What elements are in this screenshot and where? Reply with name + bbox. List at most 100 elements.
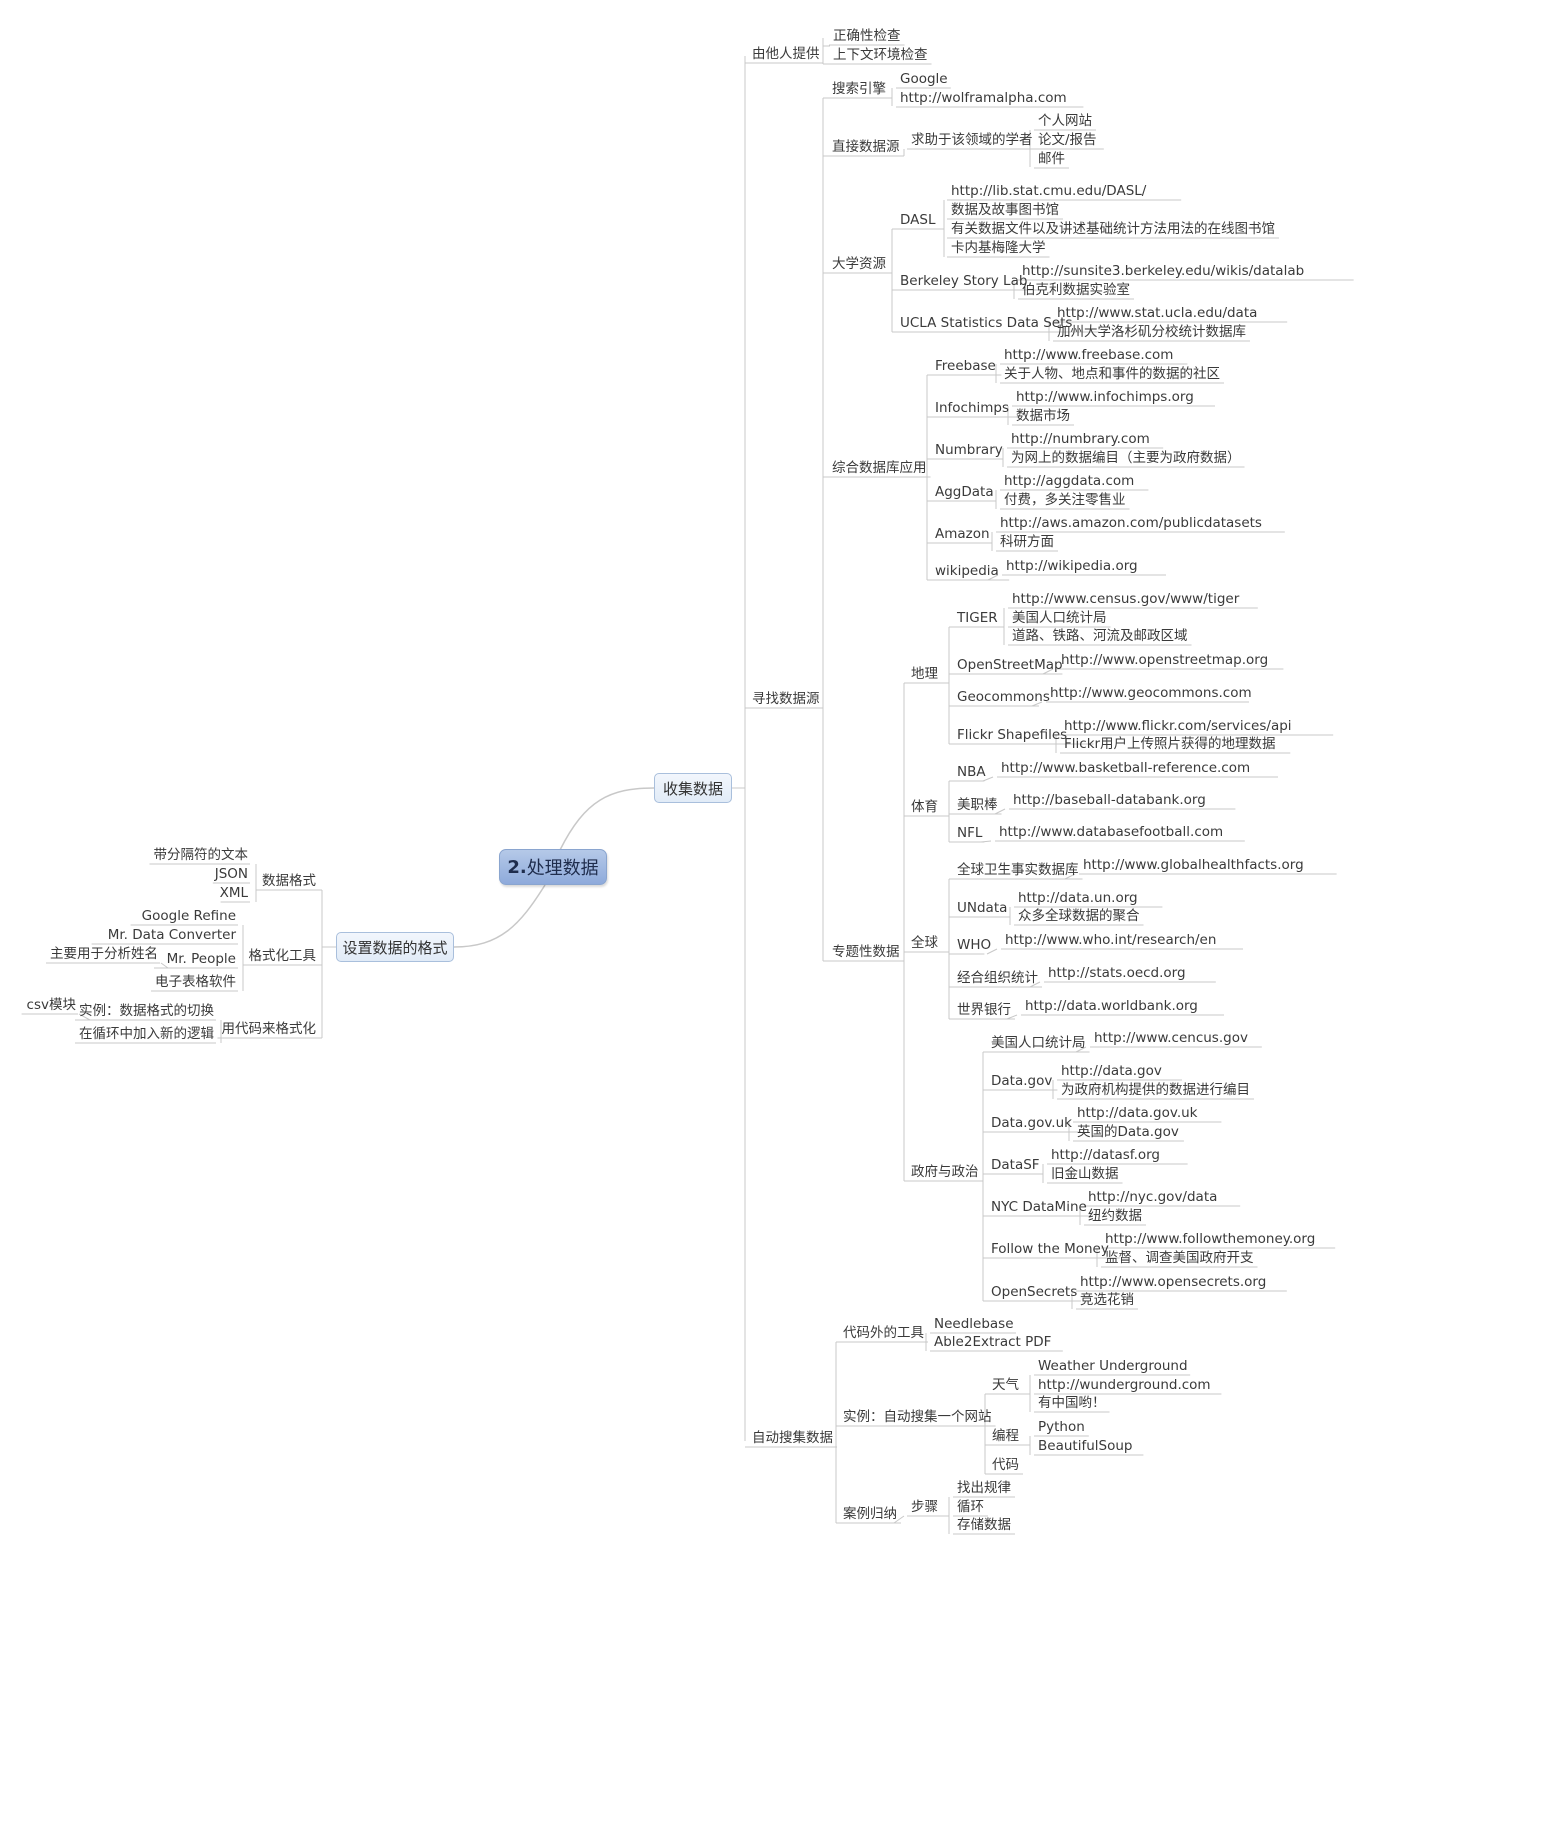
node: 步骤 <box>911 1499 938 1515</box>
leaf: Python <box>1038 1419 1085 1435</box>
node: 天气 <box>992 1377 1019 1393</box>
node: WHO <box>957 937 992 953</box>
leaf: 众多全球数据的聚合 <box>1018 908 1140 924</box>
leaf: 加州大学洛杉矶分校统计数据库 <box>1057 324 1246 340</box>
node: 实例：自动搜集一个网站 <box>843 1409 992 1425</box>
connector-line <box>1042 668 1054 675</box>
node: NYC DataMine <box>991 1199 1087 1215</box>
leaf: Needlebase <box>934 1316 1014 1332</box>
node: wikipedia <box>935 563 999 579</box>
node: 编程 <box>992 1428 1019 1444</box>
node: Flickr Shapefiles <box>957 727 1068 743</box>
leaf: http://www.census.gov/www/tiger <box>1012 591 1240 607</box>
node: 美职棒 <box>957 797 998 813</box>
leaf: 个人网站 <box>1038 113 1092 129</box>
node: OpenStreetMap <box>957 657 1063 673</box>
connector-line <box>1029 981 1041 988</box>
leaf: 邮件 <box>1038 151 1065 167</box>
leaf: 英国的Data.gov <box>1077 1124 1179 1140</box>
leaf: 论文/报告 <box>1038 132 1097 148</box>
connector-line <box>986 948 998 955</box>
leaf: http://lib.stat.cmu.edu/DASL/ <box>951 183 1147 199</box>
leaf: http://www.followthemoney.org <box>1105 1231 1316 1247</box>
leaf: http://www.basketball-reference.com <box>1001 760 1251 776</box>
node: 搜索引擎 <box>832 81 886 97</box>
node: Data.gov <box>991 1073 1053 1089</box>
leaf: http://www.globalhealthfacts.org <box>1083 857 1304 873</box>
leaf: 在循环中加入新的逻辑 <box>79 1026 214 1042</box>
branch-collect-data[interactable]: 收集数据 <box>654 773 732 803</box>
node: Data.gov.uk <box>991 1115 1072 1131</box>
leaf: http://www.geocommons.com <box>1050 685 1252 701</box>
leaf: 有关数据文件以及讲述基础统计方法用法的在线图书馆 <box>951 221 1275 237</box>
leaf: http://baseball-databank.org <box>1013 792 1206 808</box>
root-node[interactable]: 2.处理数据 <box>499 849 607 885</box>
leaf: 科研方面 <box>1000 534 1054 550</box>
node: Berkeley Story Lab <box>900 273 1028 289</box>
leaf: Google <box>900 71 948 87</box>
node-auto-collect: 自动搜集数据 <box>752 1430 833 1446</box>
connector-line <box>893 1515 905 1524</box>
node: 全球卫生事实数据库 <box>957 862 1079 878</box>
leaf: 竞选花销 <box>1080 1292 1134 1308</box>
branch-format-data[interactable]: 设置数据的格式 <box>336 932 454 962</box>
leaf: 纽约数据 <box>1088 1208 1142 1224</box>
leaf: 实例：数据格式的切换 <box>79 1003 214 1019</box>
leaf: 为政府机构提供的数据进行编目 <box>1061 1082 1250 1098</box>
leaf: Able2Extract PDF <box>934 1334 1052 1350</box>
leaf: http://www.infochimps.org <box>1016 389 1194 405</box>
connector-line <box>1006 1014 1018 1020</box>
node: UNdata <box>957 900 1008 916</box>
leaf: 存储数据 <box>957 1517 1011 1533</box>
leaf: Mr. People <box>166 951 236 967</box>
node: 全球 <box>911 935 938 951</box>
node: 经合组织统计 <box>957 970 1038 986</box>
leaf: 道路、铁路、河流及邮政区域 <box>1012 628 1188 644</box>
leaf: Google Refine <box>141 908 236 924</box>
leaf: JSON <box>214 866 248 882</box>
leaf: 带分隔符的文本 <box>153 847 249 863</box>
node: 格式化工具 <box>248 948 317 964</box>
node: DASL <box>900 212 936 228</box>
leaf: 数据市场 <box>1016 408 1070 424</box>
node: 用代码来格式化 <box>221 1021 317 1037</box>
leaf: http://sunsite3.berkeley.edu/wikis/datal… <box>1022 263 1305 279</box>
node: 代码 <box>992 1457 1019 1473</box>
node: 数据格式 <box>262 873 316 889</box>
leaf: http://www.flickr.com/services/api <box>1064 718 1292 734</box>
node: TIGER <box>957 610 998 626</box>
node: 美国人口统计局 <box>991 1035 1086 1051</box>
leaf: Mr. Data Converter <box>107 927 236 943</box>
leaf-note: 主要用于分析姓名 <box>50 946 158 962</box>
leaf: http://numbrary.com <box>1011 431 1150 447</box>
leaf: 有中国哟！ <box>1038 1395 1106 1411</box>
leaf: http://www.databasefootball.com <box>999 824 1224 840</box>
leaf: BeautifulSoup <box>1038 1438 1133 1454</box>
leaf: 监督、调查美国政府开支 <box>1105 1250 1254 1266</box>
connector-line <box>980 840 992 843</box>
connector-line <box>78 1013 91 1021</box>
node: 体育 <box>911 799 938 815</box>
connector-line <box>160 962 169 969</box>
leaf: XML <box>219 885 248 901</box>
leaf: http://www.cencus.gov <box>1094 1030 1248 1046</box>
node: 求助于该领域的学者 <box>911 132 1033 148</box>
leaf: http://wolframalpha.com <box>900 90 1067 106</box>
node: 政府与政治 <box>911 1164 979 1180</box>
leaf: http://www.freebase.com <box>1004 347 1174 363</box>
leaf: http://data.gov.uk <box>1077 1105 1198 1121</box>
node: NFL <box>957 825 983 841</box>
node: NBA <box>957 764 986 780</box>
leaf: 付费，多关注零售业 <box>1004 492 1126 508</box>
node: Freebase <box>935 358 996 374</box>
leaf: http://aggdata.com <box>1004 473 1135 489</box>
leaf: 旧金山数据 <box>1051 1166 1119 1182</box>
leaf: 循环 <box>957 1499 984 1515</box>
node: 世界银行 <box>957 1002 1011 1018</box>
connector-line <box>982 776 994 782</box>
leaf: 电子表格软件 <box>155 974 236 990</box>
node: OpenSecrets <box>991 1284 1078 1300</box>
leaf: http://www.stat.ucla.edu/data <box>1057 305 1258 321</box>
